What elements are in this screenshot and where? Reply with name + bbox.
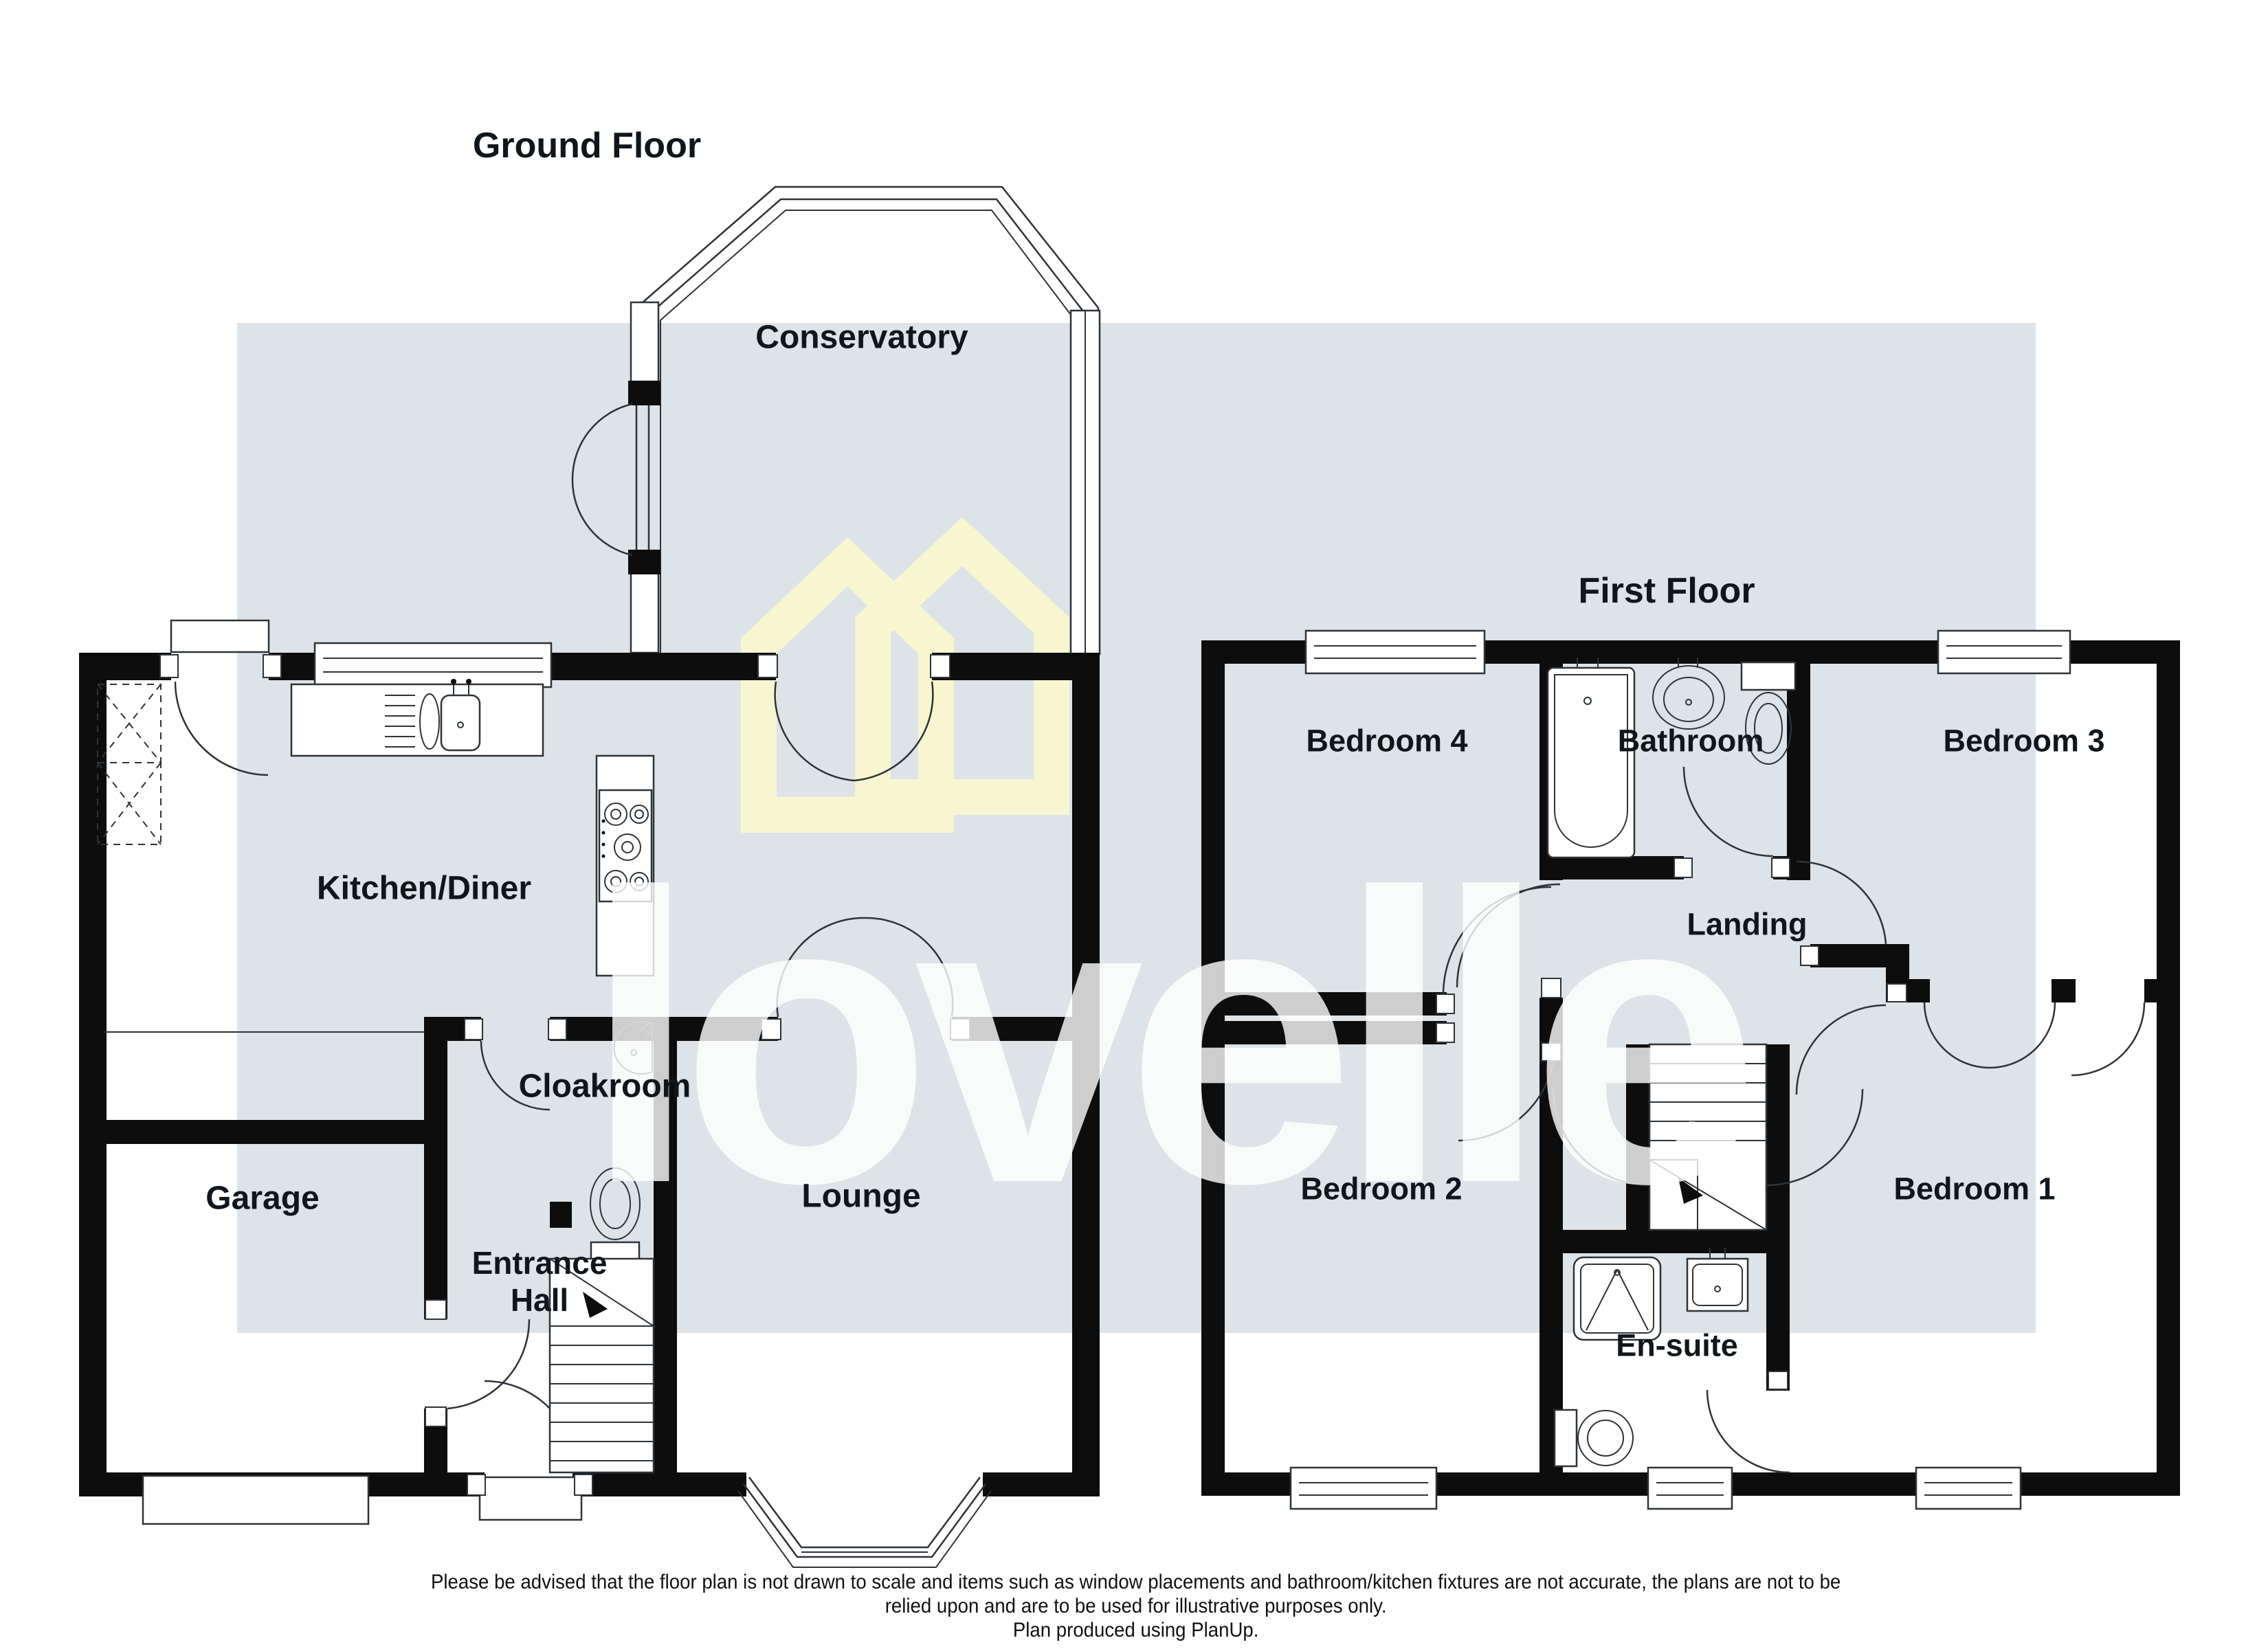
bedroom3-window xyxy=(1937,629,2071,675)
lounge-double-door-right-arc xyxy=(864,917,954,1018)
conservatory-french-door-right-arc xyxy=(854,681,934,782)
ensuite-window xyxy=(1647,1466,1733,1510)
bedroom1-door-arc xyxy=(1795,1004,1887,1095)
bedroom2-label: Bedroom 2 xyxy=(1300,1171,1463,1207)
lounge-double-door-left-arc xyxy=(776,917,865,1018)
bedroom3-label: Bedroom 3 xyxy=(1943,723,2105,759)
shower-icon xyxy=(1572,1256,1662,1341)
bedroom4-label: Bedroom 4 xyxy=(1306,723,1468,759)
kitchen-counter xyxy=(290,679,544,757)
lounge-label: Lounge xyxy=(801,1178,921,1215)
staircase-first xyxy=(1648,1043,1768,1231)
back-door-leaf xyxy=(170,619,270,653)
ground-floor-plan xyxy=(79,186,1101,1568)
bathroom-door-arc xyxy=(1682,766,1774,857)
ensuite-door-arc xyxy=(1706,1389,1790,1474)
hob-icon xyxy=(598,789,653,903)
kitchen-sink-icon xyxy=(419,679,481,752)
door-jambs-first xyxy=(1436,857,1907,1390)
ensuite-toilet-icon xyxy=(1553,1409,1634,1468)
garage-label: Garage xyxy=(205,1180,320,1217)
ensuite-basin-icon xyxy=(1686,1242,1749,1312)
first-floor-plan xyxy=(1201,629,2180,1510)
landing-arc xyxy=(1456,883,1561,988)
kitchen-window xyxy=(313,642,553,688)
bedroom4-window xyxy=(1304,629,1486,675)
conservatory-glazing xyxy=(571,186,1101,655)
kitchen-diner-label: Kitchen/Diner xyxy=(316,870,532,907)
garage-hall-door-arc xyxy=(447,1319,531,1410)
cloakroom-door-arc xyxy=(480,1040,551,1111)
stair-right-door-arc xyxy=(1766,1088,1864,1187)
bedroom2-window xyxy=(1289,1466,1438,1510)
storage-cupboard-icon xyxy=(97,684,162,845)
cloakroom-basin-icon xyxy=(613,1021,655,1075)
stair-left-door-arc xyxy=(1552,1088,1650,1187)
garage-door-icon xyxy=(142,1474,370,1525)
back-door-arc xyxy=(174,681,269,776)
bedroom1-label: Bedroom 1 xyxy=(1893,1171,2056,1207)
front-door-porch xyxy=(478,1476,583,1521)
conservatory-french-door-left-arc xyxy=(774,681,855,782)
staircase-ground xyxy=(548,1257,655,1474)
bedroom1-wardrobe-right-arc xyxy=(1989,1002,2056,1069)
bedroom3-door-arc xyxy=(1796,860,1887,945)
bedroom2-door-arc xyxy=(1458,1044,1556,1142)
conservatory-label: Conservatory xyxy=(755,319,968,356)
first-floor-title: First Floor xyxy=(1578,571,1755,611)
disclaimer-line-1: Please be advised that the floor plan is… xyxy=(431,1571,1841,1593)
first-floor-windows xyxy=(1289,629,2071,1510)
drainer-icon xyxy=(385,695,415,748)
bathtub-icon xyxy=(1546,651,1636,859)
entrance-hall-label-line1: Entrance xyxy=(471,1244,608,1281)
kitchen-counter-return xyxy=(595,754,655,977)
bathroom-basin-icon xyxy=(1652,652,1725,730)
door-jambs-ground xyxy=(159,654,970,1496)
bedroom1-window xyxy=(1915,1466,2022,1510)
bedroom1-wardrobe-left-arc xyxy=(1923,1002,1990,1069)
entrance-hall-label-line2: Hall xyxy=(510,1281,569,1318)
cloakroom-label: Cloakroom xyxy=(518,1068,691,1105)
bathroom-toilet-icon xyxy=(1740,661,1797,765)
bedroom1-cupboard-door-arc xyxy=(2071,1002,2146,1077)
disclaimer-line-2: relied upon and are to be used for illus… xyxy=(885,1595,1387,1617)
bay-window-icon xyxy=(737,1477,992,1568)
landing-label: Landing xyxy=(1687,906,1808,942)
ensuite-label: En-suite xyxy=(1616,1327,1738,1363)
lovelle-watermark-text: lovelle xyxy=(583,809,1760,1269)
bathroom-label: Bathroom xyxy=(1617,723,1764,759)
ground-floor-title: Ground Floor xyxy=(472,126,702,166)
disclaimer-line-3: Plan produced using PlanUp. xyxy=(1012,1619,1259,1641)
